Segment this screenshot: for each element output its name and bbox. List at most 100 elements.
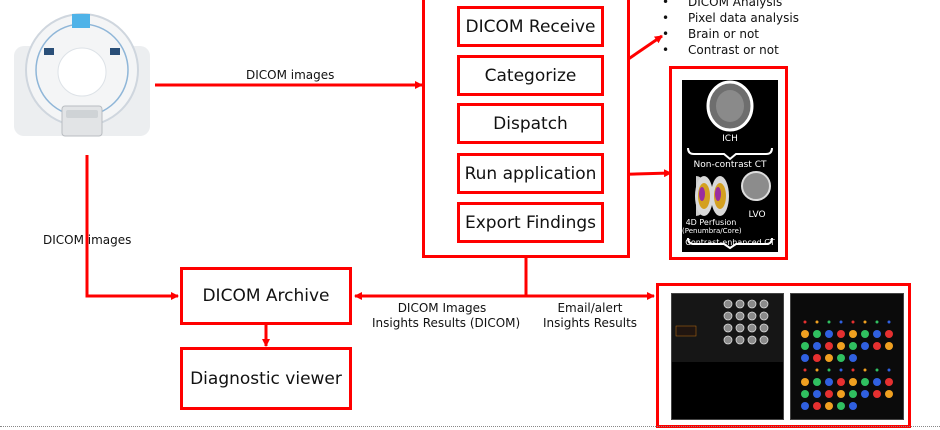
perfusion-thumbnail	[825, 402, 833, 410]
perfusion-thumbnail	[873, 342, 881, 350]
non-contrast-label: Non-contrast CT	[693, 160, 767, 170]
label-scanner-to-pipeline: DICOM images	[246, 68, 335, 82]
step-categorize[interactable]: Categorize	[457, 55, 604, 96]
perfusion-thumbnail	[803, 368, 807, 372]
perfusion-thumbnail	[815, 320, 819, 324]
perfusion-thumbnail	[825, 330, 833, 338]
perfusion-thumbnail	[839, 320, 843, 324]
step-label: DICOM Receive	[465, 16, 596, 37]
perfusion-thumbnail	[849, 330, 857, 338]
perfusion-thumbnail	[801, 354, 809, 362]
results-screenshot-left	[671, 293, 784, 420]
perfusion-thumbnail	[885, 330, 893, 338]
perfusion-thumbnail	[885, 342, 893, 350]
step-dispatch[interactable]: Dispatch	[457, 103, 604, 144]
label-line: Insights Results	[542, 316, 638, 330]
perfusion-thumbnail	[863, 368, 867, 372]
perfusion-thumbnail	[813, 330, 821, 338]
perfusion-thumbnail	[801, 378, 809, 386]
perfusion-thumbnail	[849, 378, 857, 386]
perfusion-thumbnail	[813, 378, 821, 386]
results-screenshot-right	[790, 293, 904, 420]
perfusion-thumbnail	[849, 342, 857, 350]
applications-image: ICH Non-contrast CT 4D Perfusion (Penumb…	[682, 80, 778, 252]
perfusion-thumbnail	[825, 342, 833, 350]
label-pipeline-to-alert: Email/alert Insights Results	[540, 301, 640, 331]
perfusion-thumbnail	[849, 354, 857, 362]
perfusion-thumbnail	[827, 368, 831, 372]
perfusion-thumbnail	[801, 330, 809, 338]
perfusion-thumbnail	[875, 320, 879, 324]
step-label: Dispatch	[493, 113, 568, 134]
perfusion-thumbnail	[801, 342, 809, 350]
perfusion-label: 4D Perfusion	[685, 218, 737, 227]
perfusion-maps-grid	[801, 320, 893, 410]
step-label: Categorize	[484, 65, 577, 86]
dicom-archive-node[interactable]: DICOM Archive	[180, 267, 352, 325]
node-label: DICOM Archive	[202, 286, 330, 306]
perfusion-thumbnail	[815, 368, 819, 372]
slide-divider	[0, 426, 940, 427]
perfusion-thumbnail	[849, 390, 857, 398]
perfusion-thumbnail	[825, 354, 833, 362]
list-item: Brain or not	[660, 26, 799, 42]
perfusion-thumbnail	[873, 330, 881, 338]
perfusion-thumbnail	[813, 402, 821, 410]
results-thumbnails-left	[672, 294, 783, 362]
perfusion-thumbnail	[827, 320, 831, 324]
perfusion-thumbnail	[887, 368, 891, 372]
perfusion-thumbnail	[861, 390, 869, 398]
perfusion-thumbnail	[837, 354, 845, 362]
perfusion-thumbnail	[801, 402, 809, 410]
contrast-label: Contrast-enhanced CT	[685, 238, 775, 247]
step-label: Run application	[464, 163, 597, 184]
perfusion-thumbnail	[837, 378, 845, 386]
step-export-findings[interactable]: Export Findings	[457, 202, 604, 243]
perfusion-sublabel: (Penumbra/Core)	[682, 227, 742, 235]
list-item: Pixel data analysis	[660, 10, 799, 26]
perfusion-thumbnail	[837, 390, 845, 398]
step-dicom-receive[interactable]: DICOM Receive	[457, 6, 604, 47]
perfusion-thumbnail	[813, 390, 821, 398]
perfusion-thumbnail	[851, 368, 855, 372]
perfusion-thumbnail	[849, 402, 857, 410]
perfusion-thumbnail	[837, 402, 845, 410]
perfusion-thumbnail	[825, 390, 833, 398]
perfusion-thumbnail	[851, 320, 855, 324]
perfusion-thumbnail	[873, 390, 881, 398]
label-pipeline-to-archive: DICOM Images Insights Results (DICOM)	[372, 301, 521, 331]
perfusion-thumbnail	[801, 390, 809, 398]
perfusion-thumbnail	[861, 330, 869, 338]
perfusion-thumbnail	[825, 378, 833, 386]
perfusion-thumbnail	[873, 378, 881, 386]
perfusion-thumbnail	[887, 320, 891, 324]
list-item: Contrast or not	[660, 42, 799, 58]
perfusion-thumbnail	[885, 378, 893, 386]
label-line: Email/alert	[557, 301, 623, 315]
ich-label: ICH	[722, 134, 738, 144]
list-item: DICOM Analysis	[660, 0, 799, 10]
step-run-application[interactable]: Run application	[457, 153, 604, 194]
perfusion-thumbnail	[875, 368, 879, 372]
perfusion-thumbnail	[837, 342, 845, 350]
perfusion-thumbnail	[861, 378, 869, 386]
perfusion-thumbnail	[839, 368, 843, 372]
lvo-label: LVO	[748, 210, 766, 220]
brain-scans-illustration	[687, 80, 773, 250]
label-line: Insights Results (DICOM)	[372, 316, 521, 330]
diagnostic-viewer-node[interactable]: Diagnostic viewer	[180, 347, 352, 410]
perfusion-thumbnail	[803, 320, 807, 324]
label-line: DICOM Images	[397, 301, 487, 315]
perfusion-thumbnail	[837, 330, 845, 338]
perfusion-thumbnail	[863, 320, 867, 324]
perfusion-thumbnail	[885, 390, 893, 398]
perfusion-thumbnail	[813, 342, 821, 350]
step-label: Export Findings	[464, 212, 597, 233]
node-label: Diagnostic viewer	[190, 368, 342, 389]
arrow-scanner-to-archive	[85, 155, 179, 300]
label-scanner-to-archive: DICOM images	[43, 233, 132, 247]
ct-scanner-image	[14, 13, 150, 137]
perfusion-thumbnail	[861, 342, 869, 350]
categorize-notes-list: DICOM Analysis Pixel data analysis Brain…	[660, 0, 799, 58]
perfusion-thumbnail	[813, 354, 821, 362]
